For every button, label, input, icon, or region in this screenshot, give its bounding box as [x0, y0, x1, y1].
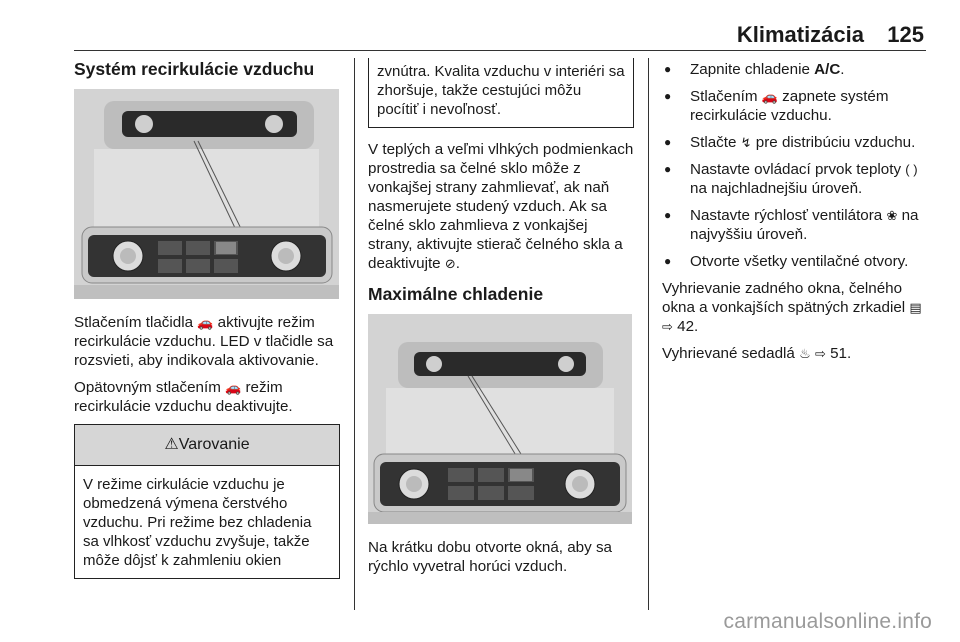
seat-heat-icon: ♨: [799, 346, 811, 361]
page-title: Klimatizácia: [736, 22, 864, 47]
photo-caption: Na krátku dobu otvorte okná, aby sa rých…: [368, 539, 612, 575]
warning-header: ⚠Varovanie: [75, 425, 339, 466]
section-heading-max-cooling: Maximálne chladenie: [368, 284, 544, 304]
max-cooling-steps: Zapnite chladenie A/C. Stlačením 🚗 zapne…: [662, 60, 928, 271]
left-column: Systém recirkulácie vzduchu Stlačením tl…: [74, 60, 340, 579]
header-rule: [74, 50, 926, 51]
list-item: Stlačením 🚗 zapnete systém recirkulácie …: [662, 87, 928, 125]
recirc-icon: 🚗: [197, 315, 214, 330]
left-paragraph-2: Opätovným stlačením 🚗 režim recirkulácie…: [74, 379, 293, 415]
list-item: Zapnite chladenie A/C.: [662, 60, 928, 79]
recirc-icon: 🚗: [225, 380, 242, 395]
page-ref-icon: ⇨: [814, 346, 826, 361]
list-item: Nastavte rýchlosť ventilátora ❀ na najvy…: [662, 206, 928, 244]
dashboard-photo-2: [368, 314, 632, 524]
temperature-control-icon: ( ): [905, 162, 918, 177]
right-column: Zapnite chladenie A/C. Stlačením 🚗 zapne…: [662, 60, 928, 371]
list-item: Nastavte ovládací prvok teploty ( ) na n…: [662, 160, 928, 198]
left-paragraph-1: Stlačením tlačidla 🚗 aktivujte režim rec…: [74, 314, 334, 369]
warning-icon: ⚠: [164, 436, 179, 453]
fan-icon: ❀: [886, 208, 898, 223]
list-item: Otvorte všetky ventilačné otvory.: [662, 252, 928, 271]
page-ref-link[interactable]: 51.: [830, 345, 852, 362]
middle-paragraph-1: V teplých a veľmi vlhkých podmienkach pr…: [368, 141, 634, 272]
page-number: 125: [887, 22, 924, 47]
column-divider-2: [648, 58, 649, 610]
windscreen-off-icon: ⊘: [444, 256, 456, 271]
section-heading-recirculation: Systém recirkulácie vzduchu: [74, 59, 315, 79]
warning-text: V režime cirkulácie vzduchu je obmedzená…: [83, 476, 312, 569]
air-distribution-icon: ↯: [740, 135, 752, 150]
rear-window-heat-icon: ▤: [909, 300, 922, 315]
page-ref-link[interactable]: 42.: [677, 318, 699, 335]
column-divider-1: [354, 58, 355, 610]
warning-continuation: zvnútra. Kvalita vzduchu v interiéri sa …: [368, 58, 634, 128]
footer-watermark: carmanualsonline.info: [723, 610, 932, 633]
dashboard-photo-1: [74, 89, 339, 299]
warning-box: ⚠Varovanie V režime cirkulácie vzduchu j…: [74, 424, 340, 579]
right-paragraph-2: Vyhrievané sedadlá ♨ ⇨ 51.: [662, 345, 852, 362]
recirc-icon: 🚗: [761, 89, 778, 104]
right-paragraph-1: Vyhrievanie zadného okna, čelného okna a…: [662, 280, 922, 335]
middle-column: zvnútra. Kvalita vzduchu v interiéri sa …: [368, 58, 634, 584]
list-item: Stlačte ↯ pre distribúciu vzduchu.: [662, 133, 928, 152]
page-ref-icon: ⇨: [662, 319, 673, 334]
